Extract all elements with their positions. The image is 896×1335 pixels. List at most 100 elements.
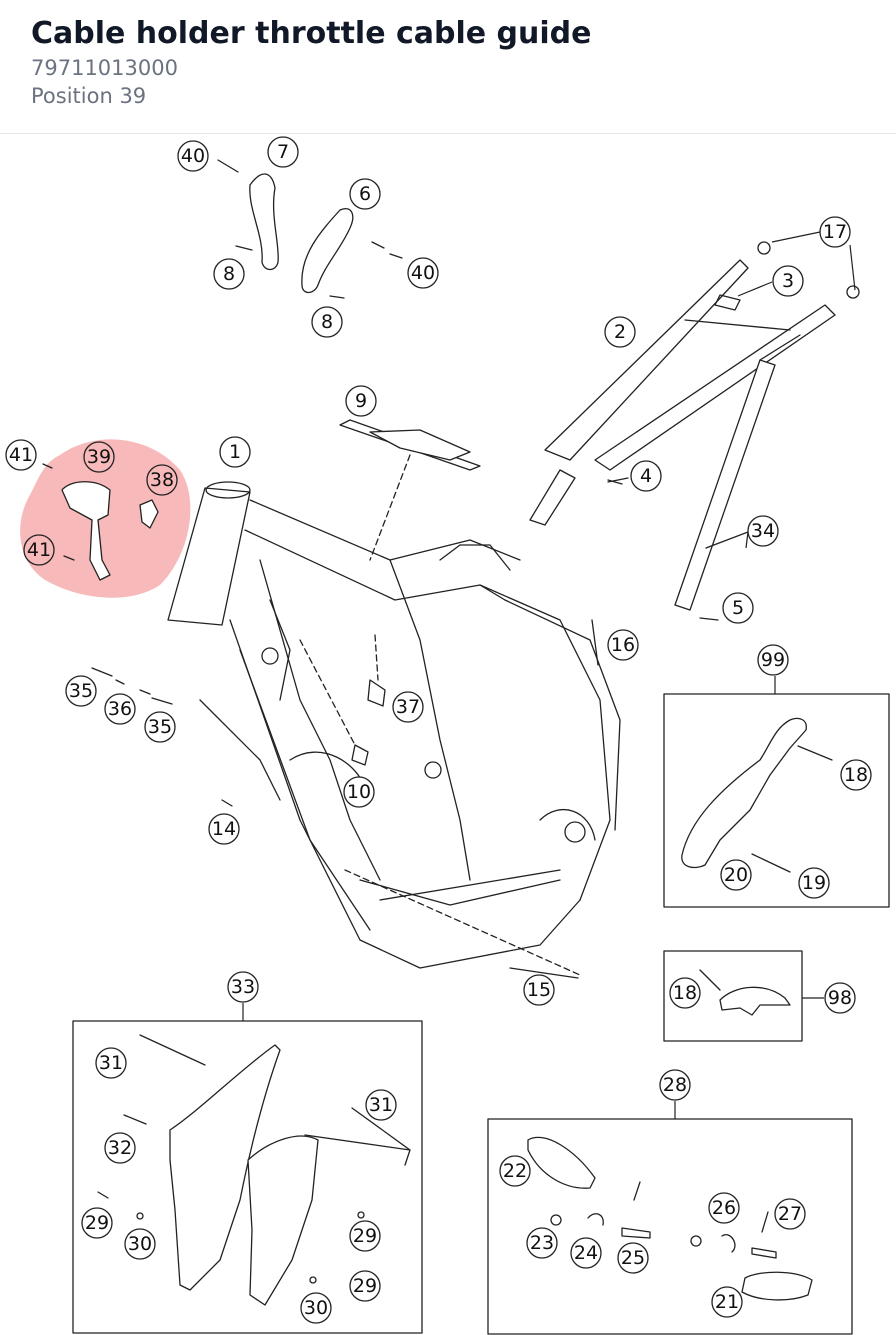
position-text: Position 39 xyxy=(31,84,147,108)
callout[interactable]: 14 xyxy=(208,813,240,845)
callout[interactable]: 18 xyxy=(840,759,872,791)
svg-text:29: 29 xyxy=(353,1225,377,1247)
svg-text:39: 39 xyxy=(87,446,111,468)
callout[interactable]: 17 xyxy=(819,216,851,248)
svg-text:16: 16 xyxy=(611,634,635,656)
svg-text:1: 1 xyxy=(229,441,241,463)
callout[interactable]: 2 xyxy=(604,316,636,348)
callout[interactable]: 98 xyxy=(824,982,856,1014)
callout[interactable]: 25 xyxy=(617,1242,649,1274)
callout[interactable]: 29 xyxy=(349,1220,381,1252)
highlight-region xyxy=(20,439,191,598)
svg-text:37: 37 xyxy=(396,696,420,718)
svg-text:25: 25 xyxy=(621,1247,645,1269)
callout[interactable]: 15 xyxy=(523,974,555,1006)
callout[interactable]: 38 xyxy=(146,464,178,496)
callout[interactable]: 18 xyxy=(669,977,701,1009)
part-title: Cable holder throttle cable guide xyxy=(31,16,592,51)
svg-text:26: 26 xyxy=(712,1197,736,1219)
svg-text:40: 40 xyxy=(411,262,435,284)
svg-text:20: 20 xyxy=(724,864,748,886)
svg-text:27: 27 xyxy=(778,1203,802,1225)
svg-text:28: 28 xyxy=(663,1074,687,1096)
callout[interactable]: 16 xyxy=(607,629,639,661)
svg-text:10: 10 xyxy=(347,781,371,803)
svg-text:2: 2 xyxy=(614,321,626,343)
svg-text:29: 29 xyxy=(85,1212,109,1234)
callout[interactable]: 26 xyxy=(708,1192,740,1224)
callout[interactable]: 8 xyxy=(213,258,245,290)
callout[interactable]: 40 xyxy=(407,257,439,289)
svg-text:15: 15 xyxy=(527,979,551,1001)
callout[interactable]: 23 xyxy=(526,1227,558,1259)
callout[interactable]: 29 xyxy=(349,1270,381,1302)
svg-text:99: 99 xyxy=(761,649,785,671)
callout[interactable]: 36 xyxy=(104,693,136,725)
svg-text:41: 41 xyxy=(9,444,33,466)
svg-text:32: 32 xyxy=(108,1137,132,1159)
svg-text:3: 3 xyxy=(782,270,794,292)
svg-text:7: 7 xyxy=(277,141,289,163)
svg-text:6: 6 xyxy=(359,183,371,205)
svg-text:33: 33 xyxy=(231,976,255,998)
svg-text:30: 30 xyxy=(128,1233,152,1255)
callout[interactable]: 99 xyxy=(757,644,789,676)
callout[interactable]: 24 xyxy=(570,1237,602,1269)
svg-text:5: 5 xyxy=(732,597,744,619)
callout[interactable]: 39 xyxy=(83,441,115,473)
svg-text:30: 30 xyxy=(304,1297,328,1319)
callout[interactable]: 3 xyxy=(772,265,804,297)
callout[interactable]: 21 xyxy=(711,1286,743,1318)
callout[interactable]: 35 xyxy=(144,711,176,743)
callout[interactable]: 31 xyxy=(365,1089,397,1121)
svg-text:38: 38 xyxy=(150,469,174,491)
svg-text:35: 35 xyxy=(69,680,93,702)
svg-text:23: 23 xyxy=(530,1232,554,1254)
callout[interactable]: 41 xyxy=(23,534,55,566)
callout[interactable]: 7 xyxy=(267,136,299,168)
callout[interactable]: 40 xyxy=(177,140,209,172)
callout[interactable]: 22 xyxy=(499,1155,531,1187)
callout[interactable]: 30 xyxy=(124,1228,156,1260)
callout[interactable]: 19 xyxy=(798,867,830,899)
svg-text:41: 41 xyxy=(27,539,51,561)
callout[interactable]: 34 xyxy=(747,515,779,547)
callout[interactable]: 31 xyxy=(95,1047,127,1079)
callout[interactable]: 1 xyxy=(219,436,251,468)
callout[interactable]: 30 xyxy=(300,1292,332,1324)
svg-text:22: 22 xyxy=(503,1160,527,1182)
callout[interactable]: 35 xyxy=(65,675,97,707)
callout[interactable]: 33 xyxy=(227,971,259,1003)
svg-text:35: 35 xyxy=(148,716,172,738)
svg-text:34: 34 xyxy=(751,520,775,542)
svg-text:14: 14 xyxy=(212,818,236,840)
callout[interactable]: 4 xyxy=(630,460,662,492)
parts-linework xyxy=(42,159,890,1335)
callout[interactable]: 5 xyxy=(722,592,754,624)
svg-text:17: 17 xyxy=(823,221,847,243)
callout[interactable]: 8 xyxy=(311,306,343,338)
svg-text:31: 31 xyxy=(369,1094,393,1116)
svg-text:29: 29 xyxy=(353,1275,377,1297)
svg-text:21: 21 xyxy=(715,1291,739,1313)
callout[interactable]: 32 xyxy=(104,1132,136,1164)
callout[interactable]: 28 xyxy=(659,1069,691,1101)
callout[interactable]: 27 xyxy=(774,1198,806,1230)
svg-text:9: 9 xyxy=(355,390,367,412)
callout[interactable]: 6 xyxy=(349,178,381,210)
callout[interactable]: 29 xyxy=(81,1207,113,1239)
part-number: 79711013000 xyxy=(31,56,178,80)
svg-text:19: 19 xyxy=(802,872,826,894)
callout[interactable]: 9 xyxy=(345,385,377,417)
callout[interactable]: 10 xyxy=(343,776,375,808)
callout[interactable]: 41 xyxy=(5,439,37,471)
callout[interactable]: 20 xyxy=(720,859,752,891)
svg-text:36: 36 xyxy=(108,698,132,720)
svg-text:8: 8 xyxy=(321,311,333,333)
svg-text:8: 8 xyxy=(223,263,235,285)
svg-text:24: 24 xyxy=(574,1242,598,1264)
header: Cable holder throttle cable guide 797110… xyxy=(0,0,896,134)
svg-text:18: 18 xyxy=(844,764,868,786)
callout[interactable]: 37 xyxy=(392,691,424,723)
callouts: 40 7 6 8 40 8 17 3 2 9 41 39 38 41 1 4 3… xyxy=(5,136,872,1324)
